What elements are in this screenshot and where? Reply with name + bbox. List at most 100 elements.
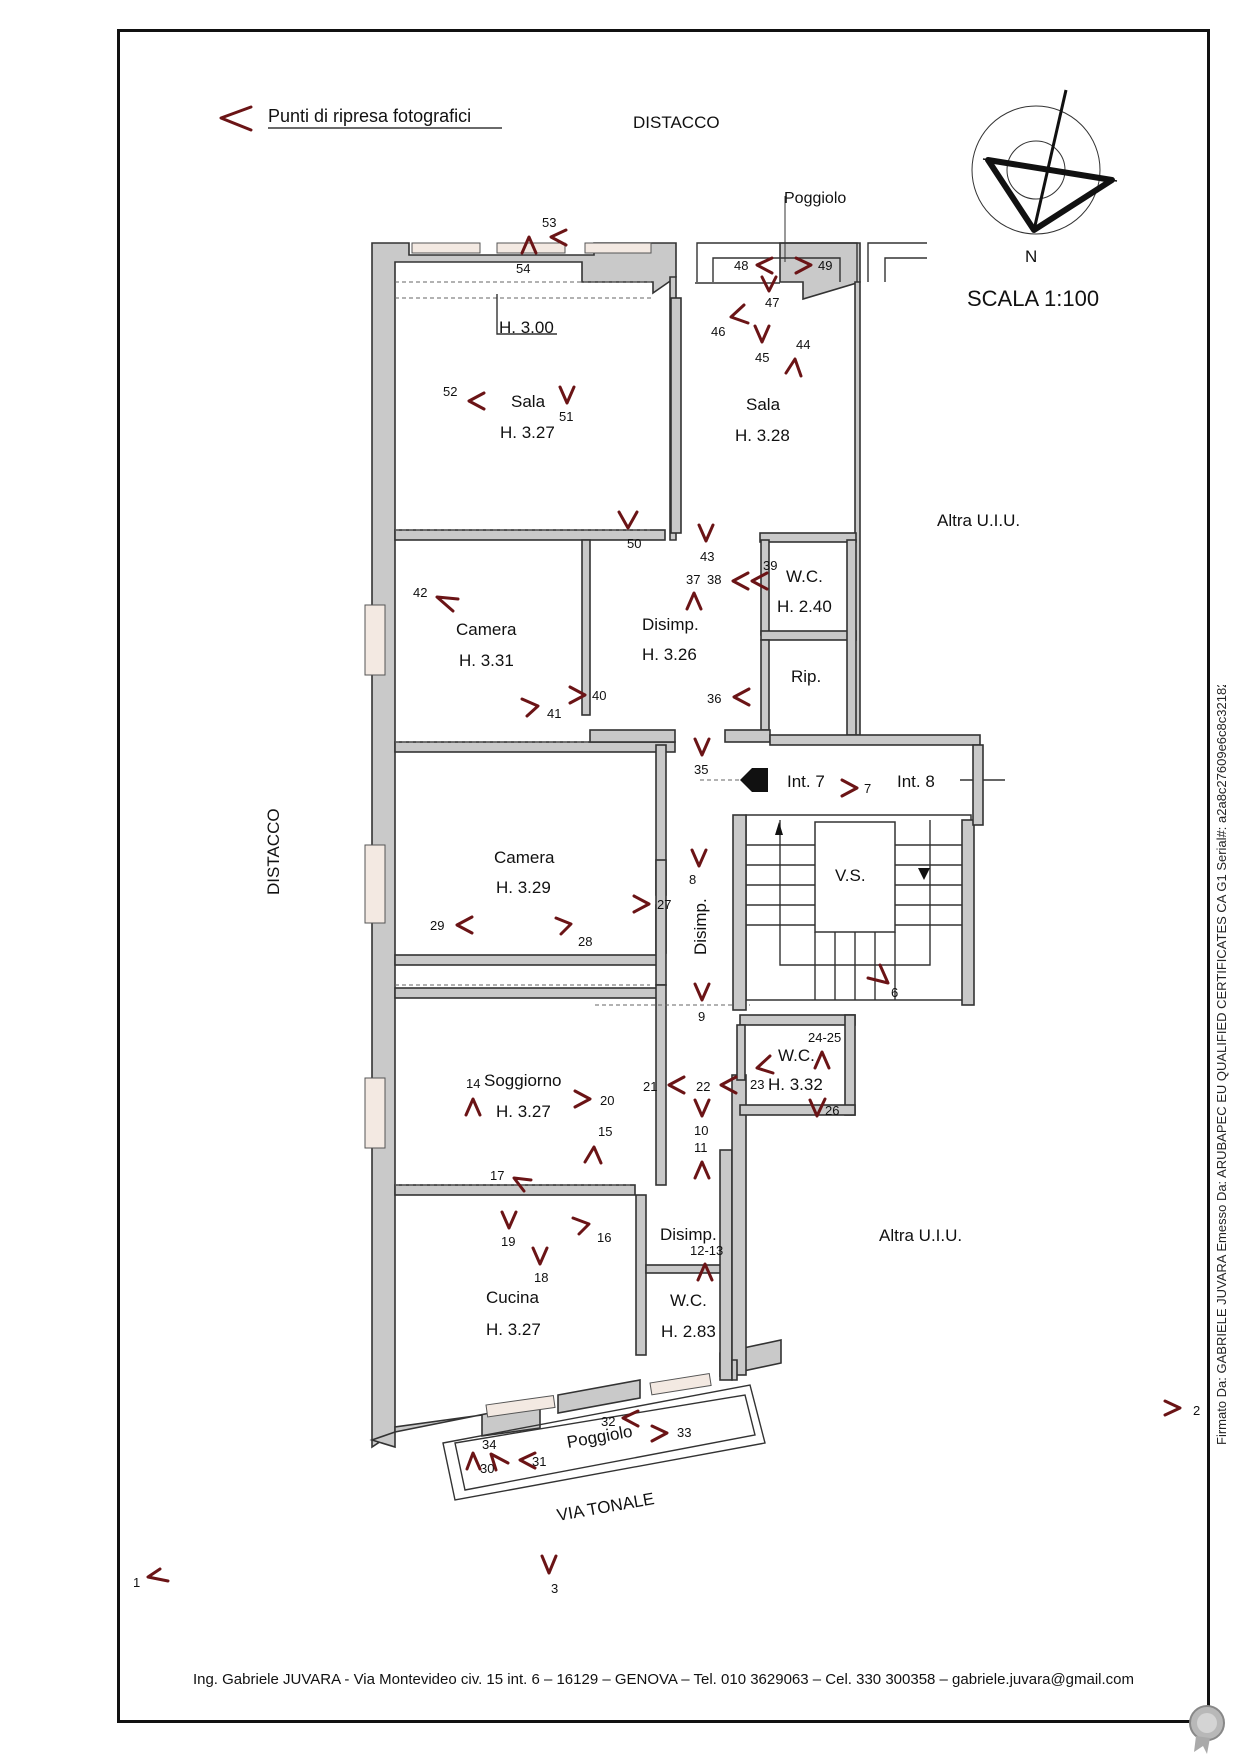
photo-point-1-icon — [146, 1567, 170, 1583]
drawing-frame — [117, 29, 1210, 1723]
photo-point-31-icon — [518, 1451, 537, 1470]
photo-point-50-icon — [617, 510, 639, 530]
photo-point-45-icon — [753, 324, 771, 344]
room-height: H. 3.28 — [735, 426, 790, 445]
compass-north-label: N — [1025, 247, 1037, 266]
photo-point-17-icon — [512, 1176, 533, 1193]
photo-point-14-icon — [464, 1097, 482, 1117]
scale-label: SCALA 1:100 — [967, 286, 1099, 311]
photo-point-12-13-icon — [696, 1262, 714, 1282]
room-disimp-3: Disimp. — [660, 1225, 717, 1244]
label-altra-uiu-bottom: Altra U.I.U. — [879, 1226, 962, 1245]
room-name: Soggiorno — [484, 1071, 562, 1090]
photo-point-9-icon — [693, 982, 711, 1002]
photo-point-6-icon — [866, 963, 890, 985]
photo-point-8-label: 8 — [689, 872, 696, 887]
room-name: Disimp. — [660, 1225, 717, 1244]
photo-point-51-icon — [558, 385, 576, 405]
photo-point-51-label: 51 — [559, 409, 573, 424]
entrance: Int. 7 Int. 8 — [700, 744, 1005, 826]
room-wc-1: W.C. H. 2.40 — [777, 567, 832, 616]
photo-point-11-label: 11 — [694, 1140, 708, 1155]
photo-point-52-icon — [467, 391, 486, 411]
photo-point-35-icon — [693, 737, 711, 757]
photo-point-19-label: 19 — [501, 1234, 515, 1249]
photo-point-11-icon — [693, 1160, 711, 1180]
photo-point-29-label: 29 — [430, 918, 444, 933]
photo-point-3-label: 3 — [551, 1581, 558, 1596]
photo-point-53-label: 53 — [542, 215, 556, 230]
photo-point-28-label: 28 — [578, 934, 592, 949]
label-poggiolo-top: Poggiolo — [784, 190, 846, 207]
photo-point-8-icon — [690, 848, 708, 868]
label-street: VIA TONALE — [555, 1489, 655, 1525]
room-wc-2: W.C. H. 3.32 — [768, 1046, 823, 1094]
label-int7: Int. 7 — [787, 772, 825, 791]
legend-label: Punti di ripresa fotografici — [268, 106, 471, 126]
label-altra-uiu-top: Altra U.I.U. — [937, 511, 1020, 530]
photo-point-21-label: 21 — [643, 1079, 657, 1094]
label-int8: Int. 8 — [897, 772, 935, 791]
room-disimp-2: Disimp. — [691, 898, 710, 955]
photo-point-47-label: 47 — [765, 295, 779, 310]
room-height: H. 3.26 — [642, 645, 697, 664]
photo-point-24-25-icon — [813, 1050, 831, 1070]
photo-point-3-icon — [540, 1554, 558, 1575]
photo-point-15-label: 15 — [598, 1124, 612, 1139]
photo-point-47-icon — [760, 275, 778, 293]
room-height: H. 3.27 — [496, 1102, 551, 1121]
photo-point-22-label: 22 — [696, 1079, 710, 1094]
photo-point-34-icon — [489, 1452, 510, 1472]
photo-point-2-label: 2 — [1193, 1403, 1200, 1418]
photo-point-18-label: 18 — [534, 1270, 548, 1285]
entrance-arrow-icon — [740, 768, 768, 792]
photo-point-7-icon — [840, 778, 859, 798]
photo-point-30-icon — [465, 1451, 482, 1471]
photo-point-42-label: 42 — [413, 585, 427, 600]
room-name: W.C. — [778, 1046, 815, 1065]
photo-point-6-label: 6 — [891, 985, 898, 1000]
photo-point-49-label: 49 — [818, 258, 832, 273]
staircase: V.S. — [732, 814, 975, 1011]
room-height: H. 2.83 — [661, 1322, 716, 1341]
room-height: H. 3.29 — [496, 878, 551, 897]
signature-note: Firmato Da: GABRIELE JUVARA Emesso Da: A… — [1214, 685, 1229, 1445]
photo-point-46-label: 46 — [711, 324, 725, 339]
photo-point-42-icon — [435, 595, 460, 613]
room-sala-1: Sala H. 3.27 — [500, 392, 555, 442]
label-ceiling-height: H. 3.00 — [499, 318, 554, 337]
room-camera-2: Camera H. 3.29 — [494, 848, 555, 897]
photo-point-17-label: 17 — [490, 1168, 504, 1183]
photo-point-50-label: 50 — [627, 536, 641, 551]
photo-point-2-icon — [1163, 1399, 1182, 1417]
photo-point-49-icon — [794, 256, 813, 275]
footer-contact: Ing. Gabriele JUVARA - Via Montevideo ci… — [192, 1671, 1135, 1688]
room-name: Sala — [746, 395, 781, 414]
photo-points: 1 2 3 6 7 8 9 10 11 12-13 14 15 16 17 18… — [133, 215, 1200, 1596]
photo-point-32-icon — [621, 1409, 640, 1428]
photo-point-7-label: 7 — [864, 781, 871, 796]
photo-point-38-icon — [731, 571, 750, 591]
photo-point-28-icon — [554, 916, 573, 936]
side-windows — [364, 529, 750, 1186]
photo-point-19-icon — [500, 1210, 518, 1230]
photo-point-39-label: 39 — [763, 558, 777, 573]
photo-point-23-label: 23 — [750, 1077, 764, 1092]
photo-point-12-13-label: 12-13 — [690, 1243, 723, 1258]
room-name: Disimp. — [691, 898, 710, 955]
photo-point-33-icon — [650, 1424, 669, 1443]
photo-point-44-label: 44 — [796, 337, 810, 352]
photo-point-53-icon — [549, 228, 568, 247]
room-name: Cucina — [486, 1288, 539, 1307]
photo-point-37-label: 37 — [686, 572, 700, 587]
photo-point-39-icon — [750, 571, 769, 591]
photo-point-40-icon — [568, 685, 587, 705]
room-soggiorno: Soggiorno H. 3.27 — [484, 1071, 562, 1121]
legend-marker-icon — [219, 105, 253, 132]
room-vs-name: V.S. — [835, 866, 866, 885]
photo-point-40-label: 40 — [592, 688, 606, 703]
label-distacco-top: DISTACCO — [633, 113, 720, 132]
room-height: H. 3.27 — [500, 423, 555, 442]
photo-point-16-icon — [571, 1216, 591, 1236]
